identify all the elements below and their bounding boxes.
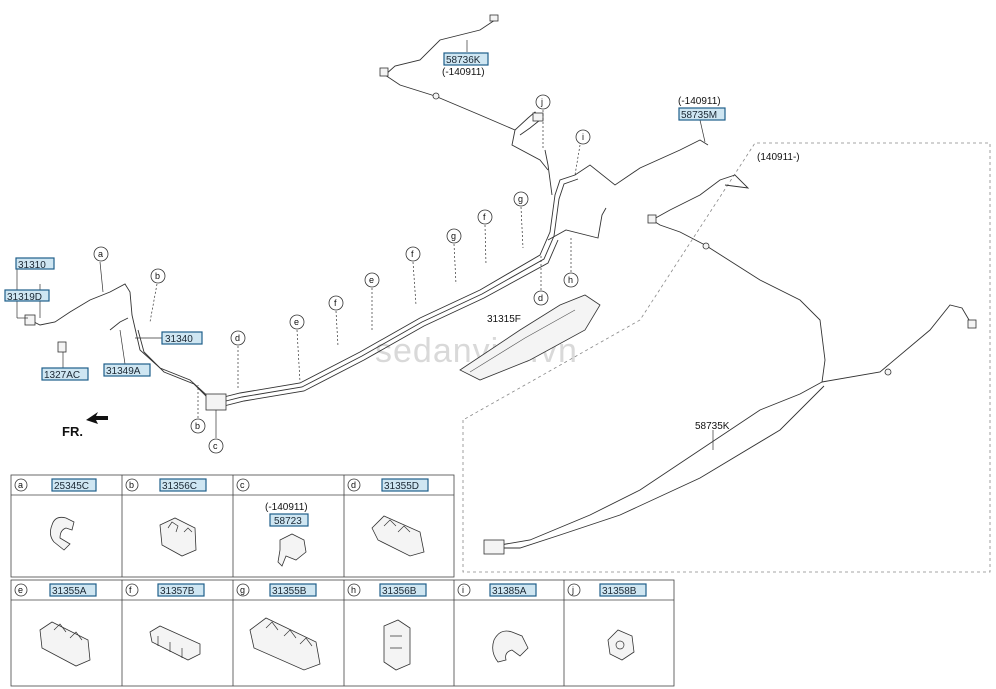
table-key-e: e: [18, 585, 23, 595]
dashed-region-outline: [462, 142, 991, 573]
table-part-31358B: 31358B: [602, 586, 637, 597]
callout-d-right: d: [538, 293, 543, 303]
callout-f-1: f: [334, 298, 337, 308]
part-label-58735M: 58735M: [681, 110, 717, 121]
leader-lines: [16, 40, 714, 450]
callout-f-2: f: [411, 249, 414, 259]
parts-table: a 25345C b 31356C c (-140911) 58723 d 31…: [10, 474, 675, 687]
table-cell-a: a 25345C: [14, 478, 97, 551]
table-cell-i: i 31385A: [457, 583, 537, 663]
part-label-31349A: 31349A: [106, 366, 141, 377]
table-key-g: g: [240, 585, 245, 595]
table-part-25345C: 25345C: [54, 481, 89, 492]
region-date-label: (140911-): [757, 152, 800, 163]
table-key-f: f: [129, 585, 132, 595]
main-tube-bundle: [24, 14, 977, 555]
part-label-31310: 31310: [18, 260, 46, 271]
part-label-1327AC: 1327AC: [44, 370, 80, 381]
clip-part-d: [371, 515, 425, 557]
table-part-31385A: 31385A: [492, 586, 527, 597]
table-cell-g: g 31355B: [236, 583, 321, 671]
clip-part-g: [249, 617, 321, 671]
callout-g-1: g: [451, 231, 456, 241]
part-labels: 58736K (-140911) (-140911) 58735M (14091…: [4, 52, 800, 432]
part-label-58736K: 58736K: [446, 55, 481, 66]
part-label-31315F: 31315F: [487, 314, 521, 325]
callouts: a b b c d e f e f g f g d h i j: [93, 94, 591, 454]
table-cell-b: b 31356C: [125, 478, 207, 557]
table-part-58723: 58723: [274, 516, 302, 527]
table-part-31357B: 31357B: [160, 586, 195, 597]
callout-g-2: g: [518, 194, 523, 204]
clip-part-e: [39, 621, 91, 667]
table-key-h: h: [351, 585, 356, 595]
callout-b-upper: b: [155, 271, 160, 281]
callout-j: j: [540, 97, 543, 107]
table-part-31356B: 31356B: [382, 586, 417, 597]
date-label-58736K: (-140911): [442, 67, 485, 78]
table-key-a: a: [18, 480, 23, 490]
clip-part-b: [159, 517, 197, 557]
table-part-31356C: 31356C: [162, 481, 197, 492]
table-key-d: d: [351, 480, 356, 490]
callout-f-3: f: [483, 212, 486, 222]
callout-e-right: e: [369, 275, 374, 285]
date-label-58735M: (-140911): [678, 96, 721, 107]
callout-a: a: [98, 249, 103, 259]
part-label-31340: 31340: [165, 334, 193, 345]
callout-d-left: d: [235, 333, 240, 343]
part-label-31319D: 31319D: [7, 292, 42, 303]
table-part-31355A: 31355A: [52, 586, 87, 597]
table-cell-h: h 31356B: [347, 583, 427, 671]
callout-c: c: [213, 441, 218, 451]
table-cell-e: e 31355A: [14, 583, 97, 667]
table-key-j: j: [571, 585, 574, 595]
clip-part-a: [50, 516, 75, 551]
table-key-c: c: [240, 480, 245, 490]
table-part-31355B: 31355B: [272, 586, 307, 597]
part-label-58735K: 58735K: [695, 421, 730, 432]
table-part-31355D: 31355D: [384, 481, 419, 492]
callout-b-lower: b: [195, 421, 200, 431]
clip-part-i: [492, 630, 529, 663]
table-key-b: b: [129, 480, 134, 490]
table-cell-c: c (-140911) 58723: [236, 478, 309, 567]
table-cell-j: j 31358B: [567, 583, 647, 661]
front-indicator: FR.: [62, 412, 108, 439]
clip-part-h: [383, 619, 411, 671]
callout-e-left: e: [294, 317, 299, 327]
table-note-c: (-140911): [265, 502, 308, 513]
clip-part-f: [149, 625, 201, 661]
table-key-i: i: [462, 585, 464, 595]
table-cell-f: f 31357B: [125, 583, 205, 661]
front-arrow-icon: [86, 412, 108, 424]
connector-part-c: [277, 533, 307, 567]
front-label: FR.: [62, 424, 83, 439]
clip-part-j: [607, 629, 635, 661]
callout-i: i: [582, 132, 584, 142]
table-cell-d: d 31355D: [347, 478, 429, 557]
callout-h: h: [568, 275, 573, 285]
